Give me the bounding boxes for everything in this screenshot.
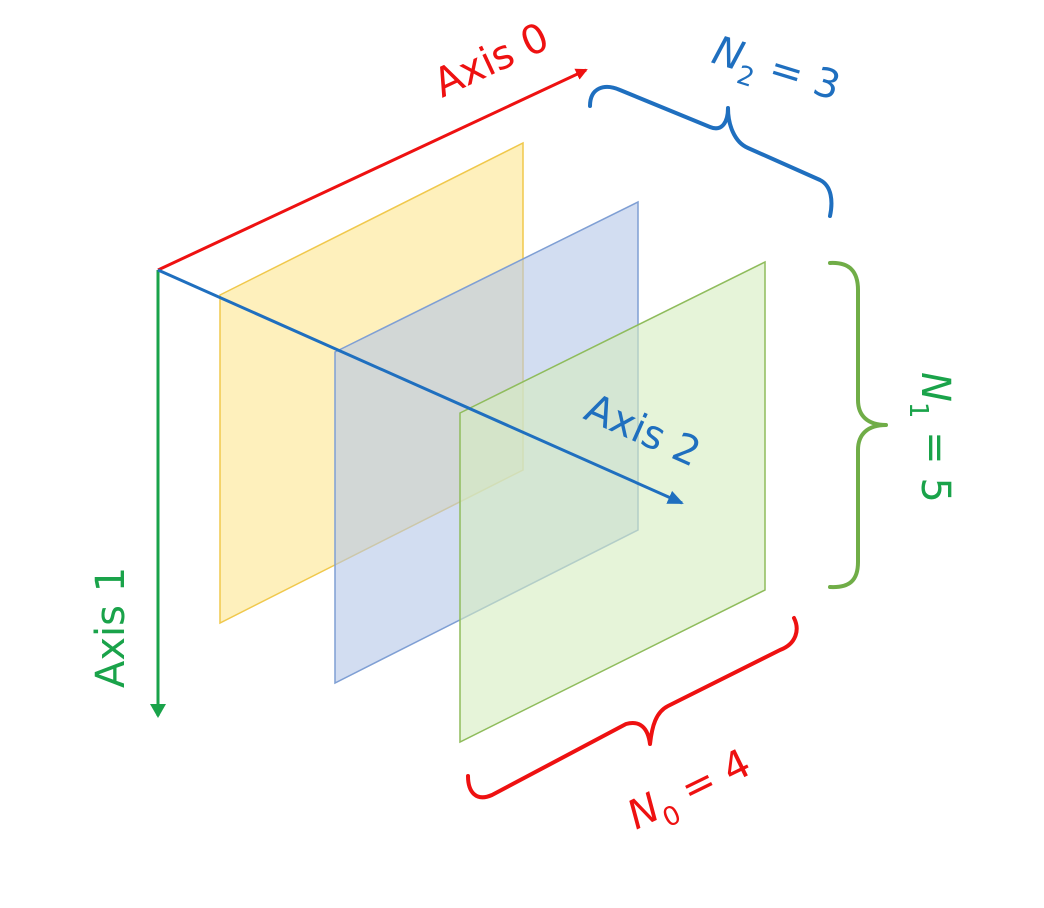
axis-0-arrow [157, 68, 588, 272]
n0-label: N0 = 4 [620, 740, 762, 847]
axis-2-arrow [157, 268, 684, 505]
n2-label: N2 = 3 [704, 28, 845, 119]
brace-n1 [828, 260, 888, 590]
axis-1-label: Axis 1 [88, 567, 134, 688]
plane-green [459, 260, 766, 744]
brace-n2 [588, 85, 834, 218]
brace-n0 [466, 616, 799, 800]
n1-label: N1 = 5 [903, 372, 958, 503]
